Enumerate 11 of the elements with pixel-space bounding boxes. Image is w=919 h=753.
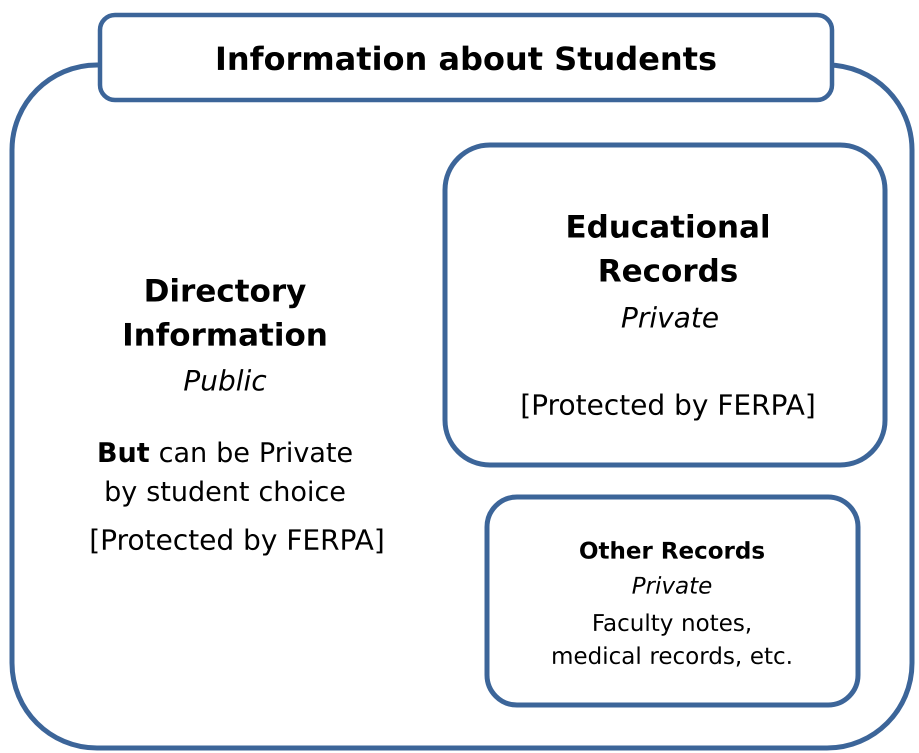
subheading: Private [622, 306, 718, 328]
heading: Educational Records [568, 214, 768, 282]
body-text: [Protected by FERPA] [522, 393, 814, 421]
body-text: But can be Private by student choice [99, 441, 352, 507]
body-text: [Protected by FERPA] [92, 528, 382, 556]
heading: Other Records [580, 541, 764, 559]
body-text: Faculty notes, medical records, etc. [553, 613, 790, 667]
heading: Information about Students [218, 46, 716, 70]
subheading: Private [632, 576, 712, 594]
heading: Directory Information [124, 278, 326, 346]
subheading: Public [184, 369, 266, 391]
